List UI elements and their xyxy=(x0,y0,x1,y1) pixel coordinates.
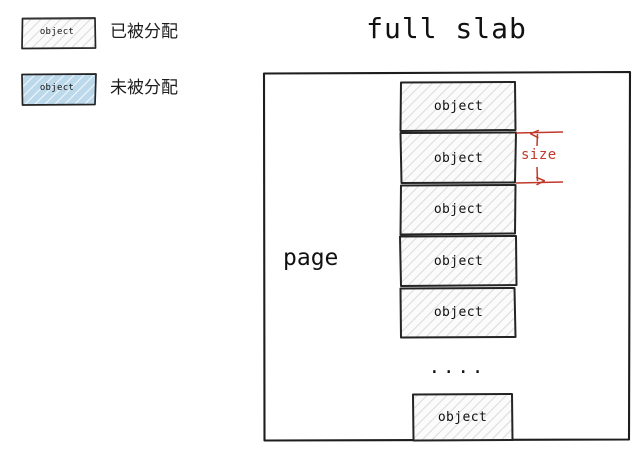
object-box-5: object xyxy=(401,288,516,337)
object-box-6: object xyxy=(413,394,512,440)
ellipsis-dots: .... xyxy=(428,356,487,378)
page-label: page xyxy=(283,245,339,271)
diagram-title: full slab xyxy=(366,12,527,45)
object-box-2: object xyxy=(401,133,516,183)
object-box-4: object xyxy=(401,236,516,286)
size-annotation-label: size xyxy=(521,147,557,163)
object-box-2-label: object xyxy=(433,150,484,166)
legend-swatch-unallocated xyxy=(21,73,97,106)
legend-item-allocated: object 已被分配 xyxy=(20,16,178,48)
object-box-1-label: object xyxy=(433,99,484,114)
object-box-1: object xyxy=(401,82,516,131)
legend-item-unallocated: object 未被分配 xyxy=(20,72,178,104)
legend-box-unallocated: object xyxy=(20,72,94,104)
legend-box-unallocated-text: object xyxy=(39,83,75,93)
size-annotation xyxy=(515,132,564,183)
legend-box-allocated: object xyxy=(20,16,94,48)
object-box-3: object xyxy=(401,185,516,234)
object-box-4-label: object xyxy=(433,253,484,269)
legend-swatch-allocated xyxy=(21,17,97,50)
legend-label-allocated: 已被分配 xyxy=(110,21,178,42)
object-box-6-label: object xyxy=(437,409,488,425)
object-box-5-label: object xyxy=(433,305,484,320)
object-box-3-label: object xyxy=(433,202,484,217)
legend-label-unallocated: 未被分配 xyxy=(110,77,178,98)
legend-box-allocated-text: object xyxy=(39,27,75,37)
object-box-shapes xyxy=(399,81,518,442)
